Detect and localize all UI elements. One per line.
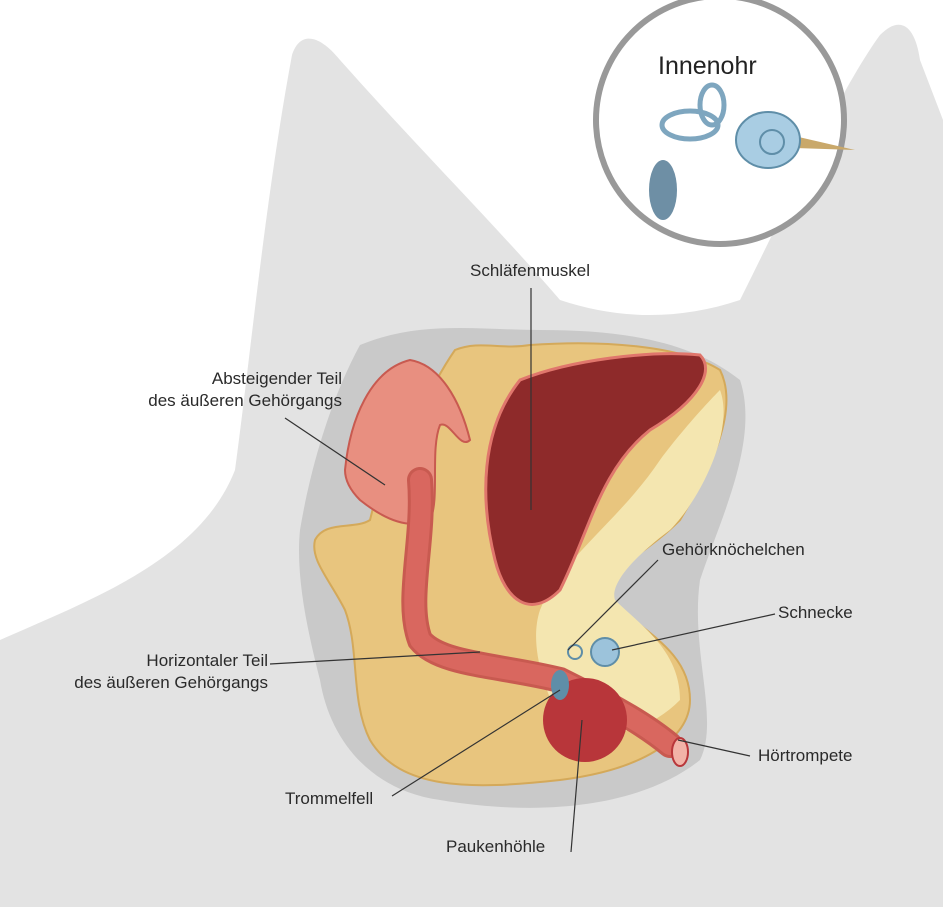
leader-lines (269, 288, 776, 853)
ear-pinna (343, 358, 472, 525)
inset-eardrum (649, 160, 677, 220)
label-cochlea: Schnecke (778, 603, 853, 622)
tympanic-cavity (543, 678, 627, 762)
label-temporal-muscle: Schläfenmuskel (470, 261, 591, 280)
label-line: des äußeren Gehörgangs (74, 673, 268, 692)
label-line: des äußeren Gehörgangs (148, 391, 342, 410)
spongy-bone (536, 390, 724, 734)
inset-nerve (790, 135, 855, 150)
label-line: Absteigender Teil (211, 369, 342, 388)
ossicles (567, 644, 583, 660)
label-descending-canal: Absteigender Teil des äußeren Gehörgangs (110, 368, 342, 412)
inset-cochlea (735, 111, 801, 169)
inset-cochlea-spiral (759, 129, 785, 155)
temporal-muscle (484, 352, 707, 606)
eardrum (551, 670, 569, 700)
inset-title: Innenohr (658, 52, 757, 80)
cochlea (590, 637, 620, 667)
label-eardrum: Trommelfell (285, 789, 374, 808)
label-horizontal-canal: Horizontaler Teil des äußeren Gehörgangs (40, 650, 268, 694)
label-tympanic-cavity: Paukenhöhle (446, 837, 546, 856)
eustachian-tube-end (671, 737, 689, 767)
label-ossicles: Gehörknöchelchen (662, 540, 805, 559)
inset-canal-loop (697, 82, 727, 128)
label-line: Horizontaler Teil (146, 651, 268, 670)
label-eustachian-tube: Hörtrompete (758, 746, 853, 765)
